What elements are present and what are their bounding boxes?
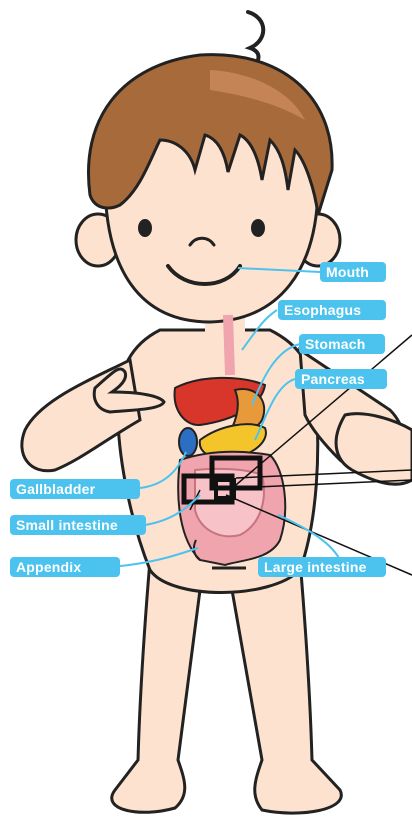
- label-pancreas: Pancreas: [295, 369, 387, 389]
- label-gallbladder: Gallbladder: [10, 479, 140, 499]
- right-leg: [232, 560, 341, 813]
- left-eye: [138, 219, 152, 237]
- left-leg: [112, 560, 200, 812]
- label-mouth: Mouth: [320, 262, 386, 282]
- right-eye: [251, 219, 265, 237]
- label-stomach: Stomach: [299, 334, 385, 354]
- label-esophagus: Esophagus: [278, 300, 386, 320]
- gallbladder-organ: [179, 428, 197, 456]
- label-appendix: Appendix: [10, 557, 120, 577]
- label-large-intestine: Large intestine: [258, 557, 386, 577]
- label-small-intestine: Small intestine: [10, 515, 146, 535]
- esophagus: [228, 315, 230, 375]
